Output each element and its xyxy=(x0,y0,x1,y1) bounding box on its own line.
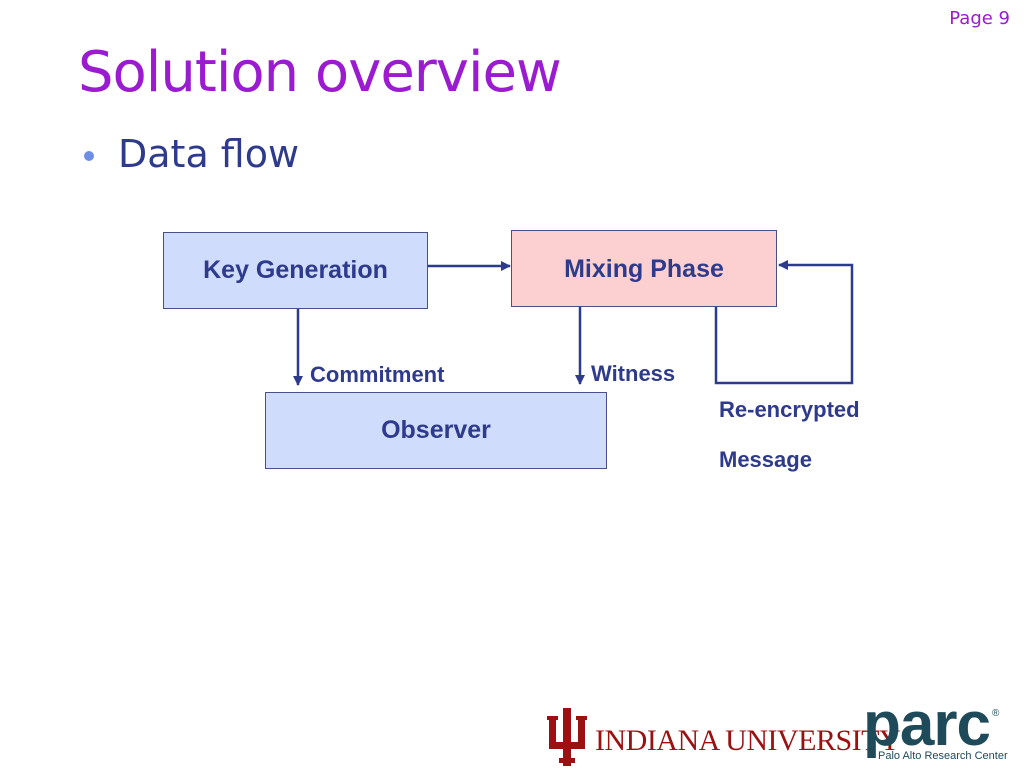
key-generation-label: Key Generation xyxy=(203,256,388,284)
mixing-phase-label: Mixing Phase xyxy=(564,255,724,283)
parc-registered-mark: ® xyxy=(992,708,1000,719)
iu-logo-text: INDIANA UNIVERSITY xyxy=(595,724,901,757)
mixing-phase-node: Mixing Phase xyxy=(511,230,777,307)
observer-node: Observer xyxy=(265,392,607,469)
message-label: Message xyxy=(719,447,812,472)
commitment-label: Commitment xyxy=(310,362,445,387)
page-number: Page 9 xyxy=(949,8,1010,29)
bullet-text: Data flow xyxy=(118,132,300,176)
parc-subtitle: Palo Alto Research Center xyxy=(878,750,1008,762)
key-generation-node: Key Generation xyxy=(163,232,428,309)
iu-trident-icon xyxy=(547,708,587,766)
arrow-reencrypted-loop xyxy=(714,260,854,385)
witness-label: Witness xyxy=(591,361,676,386)
bullet-item: Data flow xyxy=(84,132,299,176)
parc-logo-text: parc xyxy=(863,690,991,759)
observer-label: Observer xyxy=(381,416,491,444)
bullet-dot-icon xyxy=(84,151,94,161)
slide-title: Solution overview xyxy=(78,40,562,105)
reencrypted-label: Re-encrypted xyxy=(719,397,860,422)
footer-logos: INDIANA UNIVERSITY parc ® Palo Alto Rese… xyxy=(545,694,1020,766)
